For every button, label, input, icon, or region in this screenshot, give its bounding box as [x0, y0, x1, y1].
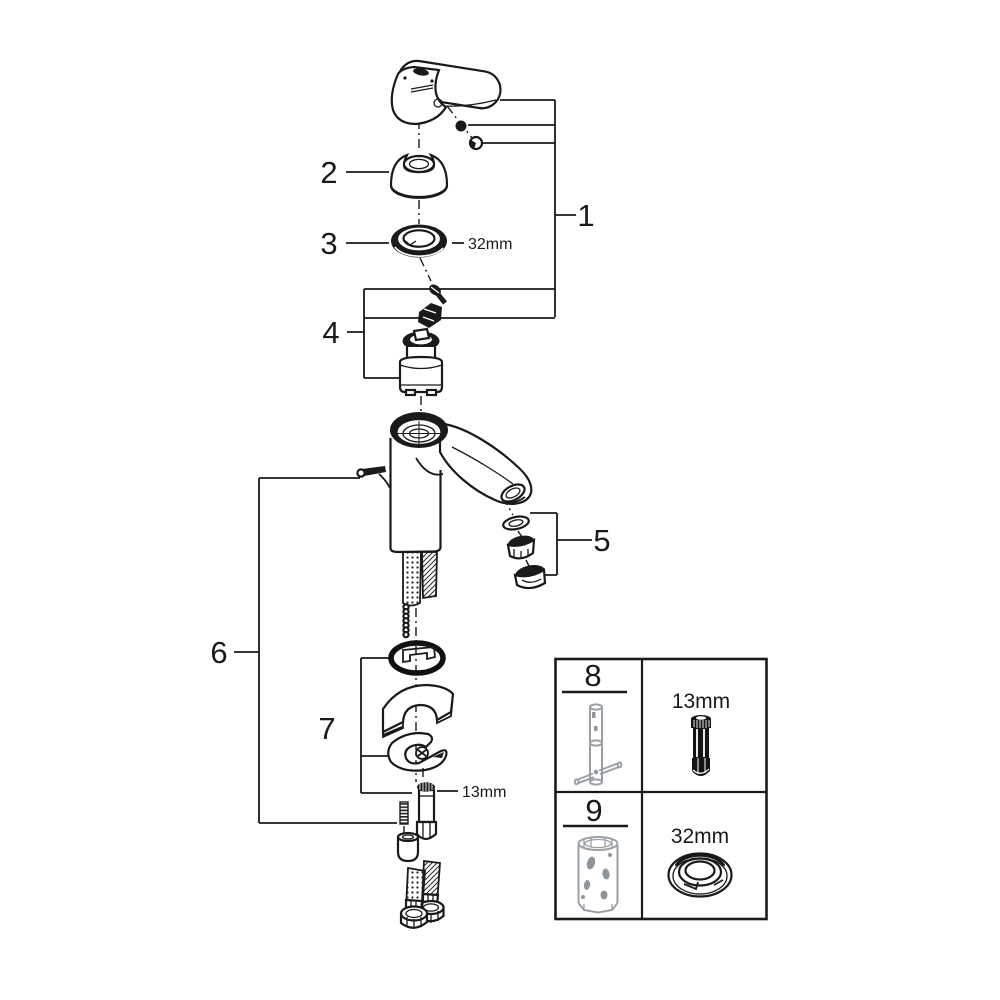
- aerator-washer: [502, 515, 530, 531]
- callout-1-label: 1: [577, 198, 594, 233]
- handle-screw: [455, 120, 467, 132]
- mounting-stud-13mm: [415, 768, 438, 841]
- callout-3-label: 3: [320, 226, 337, 261]
- cartridge-screw: [429, 284, 447, 305]
- supply-hoses-upper: [402, 551, 438, 607]
- handle-screw-cap: [468, 135, 484, 151]
- callout-7-label: 7: [318, 711, 335, 746]
- box-item-8-size: 13mm: [672, 690, 730, 713]
- callout-4-bracket: [347, 289, 399, 379]
- pull-rod-lower: [399, 801, 409, 825]
- box-item-9-number: 9: [585, 793, 602, 828]
- callout-5-label: 5: [593, 523, 610, 558]
- socket-stud-13mm: [691, 715, 711, 776]
- aerator-insert: [506, 535, 536, 560]
- box-item-8-number: 8: [584, 658, 601, 693]
- parts-box: [554, 657, 768, 921]
- stud-size-label: 13mm: [462, 784, 506, 801]
- bead-chain: [402, 603, 410, 639]
- rod-plug: [396, 831, 420, 863]
- faucet-body: [389, 412, 533, 554]
- box-item-9-size: 32mm: [671, 825, 729, 848]
- ring-nut-size-label: 32mm: [468, 236, 512, 253]
- callout-1-bracket: [364, 99, 576, 319]
- handle-logo: [413, 68, 429, 76]
- cartridge-adapter: [418, 303, 442, 328]
- callout-7-bracket: [360, 657, 458, 794]
- mounting-tool-8: [573, 703, 623, 786]
- o-ring: [388, 640, 446, 676]
- pull-rod-hook: [356, 466, 391, 489]
- ring-nut-32mm: [391, 224, 447, 258]
- ring-nut-32mm-spare: [667, 852, 733, 898]
- aerator-housing: [513, 565, 547, 590]
- callout-4-label: 4: [322, 315, 339, 350]
- callout-6-bracket: [234, 477, 397, 824]
- callout-2-label: 2: [320, 155, 337, 190]
- cartridge: [398, 327, 444, 397]
- spout: [438, 422, 533, 505]
- mounting-wedge: [381, 683, 455, 739]
- callout-5-bracket: [530, 512, 592, 576]
- sleeve-tool-9: [577, 836, 619, 914]
- supply-hoses-lower: [399, 859, 445, 929]
- horseshoe-washer: [387, 731, 448, 772]
- lever-handle: [390, 59, 502, 126]
- escutcheon-dome: [389, 152, 449, 199]
- callout-6-label: 6: [210, 635, 227, 670]
